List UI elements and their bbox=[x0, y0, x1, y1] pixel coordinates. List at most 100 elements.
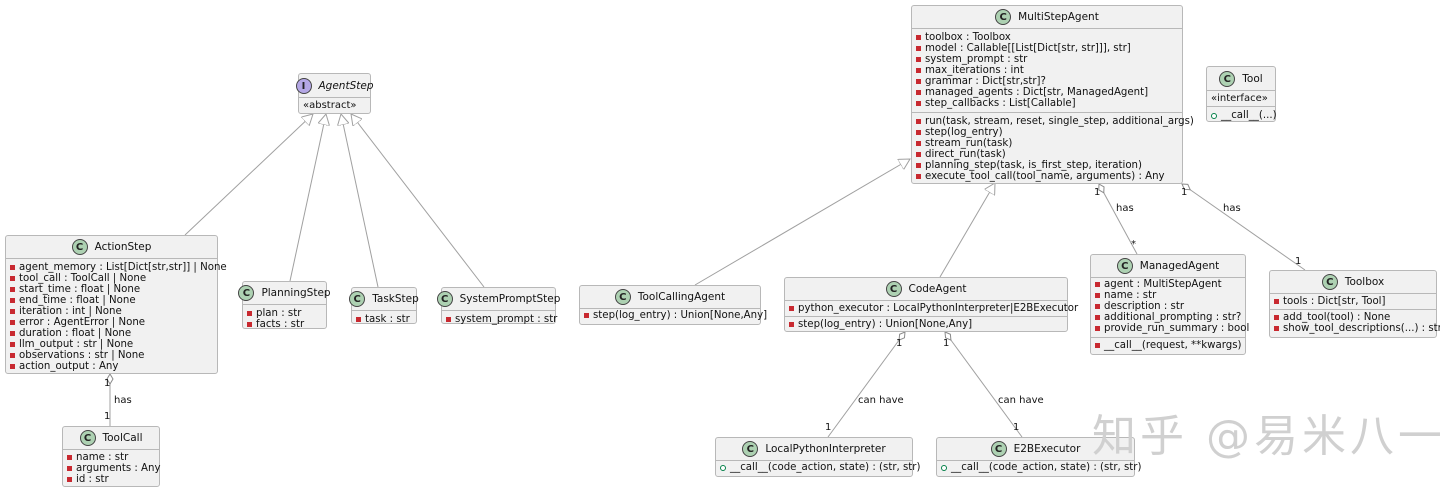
class-toolcallingagent[interactable]: C ToolCallingAgent step(log_entry) : Uni… bbox=[579, 285, 767, 325]
private-icon bbox=[1274, 326, 1279, 331]
private-icon bbox=[10, 331, 15, 336]
method: execute_tool_call(tool_name, arguments) … bbox=[916, 171, 1178, 182]
class-icon: C bbox=[885, 281, 902, 297]
class-name: LocalPythonInterpreter bbox=[765, 442, 886, 455]
assoc-code-e2b bbox=[944, 331, 1023, 438]
inherit-toolcallingagent bbox=[694, 159, 910, 286]
field: plan : str bbox=[247, 308, 322, 319]
private-icon bbox=[916, 174, 921, 179]
private-icon bbox=[789, 322, 794, 327]
private-icon bbox=[1095, 343, 1100, 348]
class-planningstep[interactable]: C PlanningStep plan : str facts : str bbox=[238, 281, 331, 330]
field: error : AgentError | None bbox=[10, 317, 213, 328]
method: run(task, stream, reset, single_step, ad… bbox=[916, 116, 1194, 127]
class-taskstep[interactable]: C TaskStep task : str bbox=[349, 287, 419, 325]
class-name: Tool bbox=[1242, 72, 1263, 85]
private-icon bbox=[1095, 326, 1100, 331]
class-managedagent[interactable]: C ManagedAgent agent : MultiStepAgent na… bbox=[1090, 254, 1249, 355]
private-icon bbox=[1095, 282, 1100, 287]
class-codeagent[interactable]: C CodeAgent python_executor : LocalPytho… bbox=[784, 277, 1078, 332]
field: grammar : Dict[str,str]? bbox=[916, 76, 1178, 87]
relation-label: can have bbox=[998, 395, 1044, 406]
relation-label: has bbox=[1116, 203, 1134, 214]
field: system_prompt : str bbox=[916, 54, 1178, 65]
field: end_time : float | None bbox=[10, 295, 213, 306]
inherit-planningstep bbox=[289, 114, 326, 282]
private-icon bbox=[10, 287, 15, 292]
multiplicity-label: 1 bbox=[1295, 256, 1302, 267]
public-icon bbox=[1211, 112, 1217, 119]
private-icon bbox=[1095, 315, 1100, 320]
field: action_output : Any bbox=[10, 361, 213, 372]
field: additional_prompting : str? bbox=[1095, 312, 1241, 323]
class-icon: C bbox=[1321, 274, 1338, 290]
class-agentstep[interactable]: I AgentStep «abstract» bbox=[295, 73, 374, 114]
interface-icon: I bbox=[295, 78, 312, 94]
class-icon: C bbox=[742, 441, 759, 457]
field: provide_run_summary : bool bbox=[1095, 323, 1249, 334]
field: arguments : Any bbox=[67, 463, 161, 474]
stereotype: «interface» bbox=[1211, 93, 1268, 104]
private-icon bbox=[67, 455, 72, 460]
field: model : Callable[[List[Dict[str, str]]],… bbox=[916, 43, 1178, 54]
class-name: SystemPromptStep bbox=[459, 292, 561, 305]
field: tools : Dict[str, Tool] bbox=[1274, 296, 1432, 307]
field: system_prompt : str bbox=[446, 314, 557, 325]
public-icon bbox=[941, 464, 947, 471]
private-icon bbox=[67, 477, 72, 482]
class-name: MultiStepAgent bbox=[1018, 10, 1099, 23]
field: iteration : int | None bbox=[10, 306, 213, 317]
field: agent_memory : List[Dict[str,str]] | Non… bbox=[10, 262, 227, 273]
watermark: 知乎 @易米八一 bbox=[1092, 411, 1440, 462]
inherit-codeagent bbox=[939, 183, 995, 278]
class-actionstep[interactable]: C ActionStep agent_memory : List[Dict[st… bbox=[5, 235, 227, 374]
class-icon: C bbox=[436, 291, 453, 307]
multiplicity-label: 1 bbox=[943, 338, 950, 349]
field: max_iterations : int bbox=[916, 65, 1178, 76]
private-icon bbox=[916, 163, 921, 168]
field: id : str bbox=[67, 474, 155, 485]
class-e2bexecutor[interactable]: C E2BExecutor __call__(code_action, stat… bbox=[936, 437, 1141, 477]
field: start_time : float | None bbox=[10, 284, 213, 295]
class-tool[interactable]: C Tool «interface» __call__(...) bbox=[1206, 66, 1277, 122]
public-icon bbox=[720, 464, 726, 471]
relation-label: has bbox=[1223, 203, 1241, 214]
class-icon: C bbox=[238, 285, 255, 301]
class-name: AgentStep bbox=[318, 79, 374, 92]
method: add_tool(tool) : None bbox=[1274, 312, 1432, 323]
private-icon bbox=[247, 322, 252, 327]
class-name: ManagedAgent bbox=[1139, 259, 1220, 272]
class-name: PlanningStep bbox=[261, 286, 331, 299]
private-icon bbox=[916, 68, 921, 73]
private-icon bbox=[446, 317, 451, 322]
class-icon: C bbox=[995, 9, 1012, 25]
private-icon bbox=[916, 152, 921, 157]
multiplicity-label: 1 bbox=[1181, 187, 1188, 198]
class-multistepagent[interactable]: C MultiStepAgent toolbox : Toolbox model… bbox=[911, 5, 1194, 184]
multiplicity-label: 1 bbox=[896, 338, 903, 349]
private-icon bbox=[1274, 315, 1279, 320]
class-systempromptstep[interactable]: C SystemPromptStep system_prompt : str bbox=[436, 287, 560, 325]
multiplicity-label: 1 bbox=[104, 411, 111, 422]
class-toolcall[interactable]: C ToolCall name : str arguments : Any id… bbox=[62, 426, 161, 487]
private-icon bbox=[916, 57, 921, 62]
private-icon bbox=[916, 90, 921, 95]
field: python_executor : LocalPythonInterpreter… bbox=[789, 303, 1078, 314]
private-icon bbox=[10, 276, 15, 281]
class-icon: C bbox=[614, 289, 631, 305]
stereotype: «abstract» bbox=[303, 100, 357, 111]
field: managed_agents : Dict[str, ManagedAgent] bbox=[916, 87, 1178, 98]
private-icon bbox=[10, 320, 15, 325]
private-icon bbox=[1274, 299, 1279, 304]
method: step(log_entry) bbox=[916, 127, 1178, 138]
assoc-msa-toolbox bbox=[1181, 183, 1306, 271]
field: name : str bbox=[67, 452, 155, 463]
relation-label: has bbox=[114, 395, 132, 406]
private-icon bbox=[1095, 293, 1100, 298]
class-toolbox[interactable]: C Toolbox tools : Dict[str, Tool] add_to… bbox=[1269, 270, 1440, 338]
private-icon bbox=[789, 306, 794, 311]
class-name: Toolbox bbox=[1344, 275, 1385, 288]
method: step(log_entry) : Union[None,Any] bbox=[584, 310, 767, 321]
class-localpythoninterpreter[interactable]: C LocalPythonInterpreter __call__(code_a… bbox=[715, 437, 920, 477]
